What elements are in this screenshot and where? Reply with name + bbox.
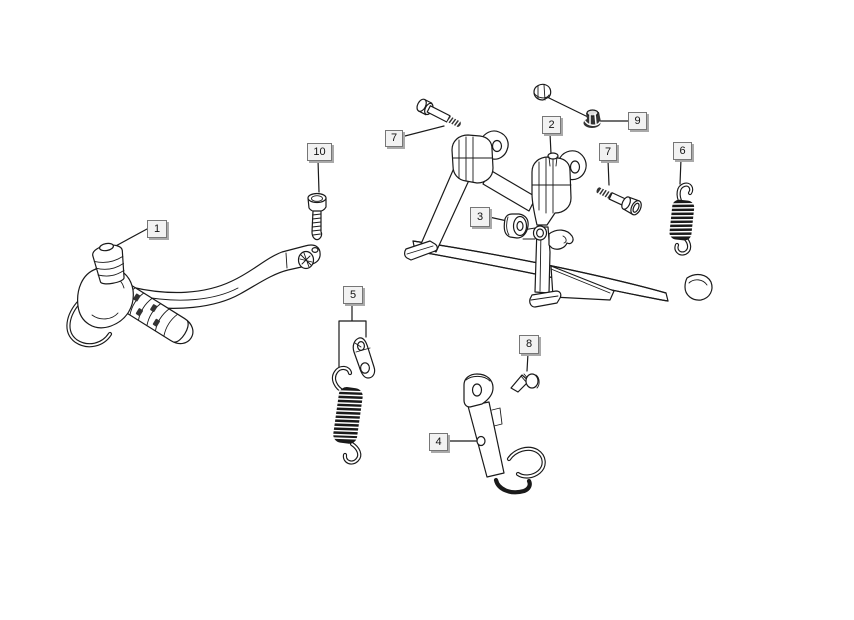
part-label-5[interactable]: 5 (343, 286, 363, 304)
kickstart-lever-drawing (66, 242, 321, 348)
part-label-3[interactable]: 3 (470, 207, 490, 227)
bolt-10-drawing (307, 192, 327, 241)
spring-6-drawing (668, 182, 696, 256)
part-label-1[interactable]: 1 (147, 220, 167, 238)
part-label-2[interactable]: 2 (542, 116, 561, 134)
part-label-9[interactable]: 9 (628, 112, 647, 130)
bolt-7-upper-drawing (416, 98, 461, 128)
part-label-8[interactable]: 8 (519, 335, 539, 354)
bolt-7-lower-drawing (596, 187, 642, 216)
leader-lines (111, 96, 682, 442)
spring-5-drawing (331, 337, 376, 465)
part-label-10[interactable]: 10 (307, 143, 332, 161)
part-label-4[interactable]: 4 (429, 433, 448, 451)
part-label-7-lower[interactable]: 7 (599, 143, 617, 161)
pin-8-drawing (510, 373, 540, 393)
nut-9-drawing (533, 83, 601, 128)
part-label-6[interactable]: 6 (673, 142, 692, 160)
part-label-7-upper[interactable]: 7 (385, 130, 403, 147)
centre-stand-drawing (404, 130, 713, 308)
side-stand-drawing (463, 373, 546, 495)
